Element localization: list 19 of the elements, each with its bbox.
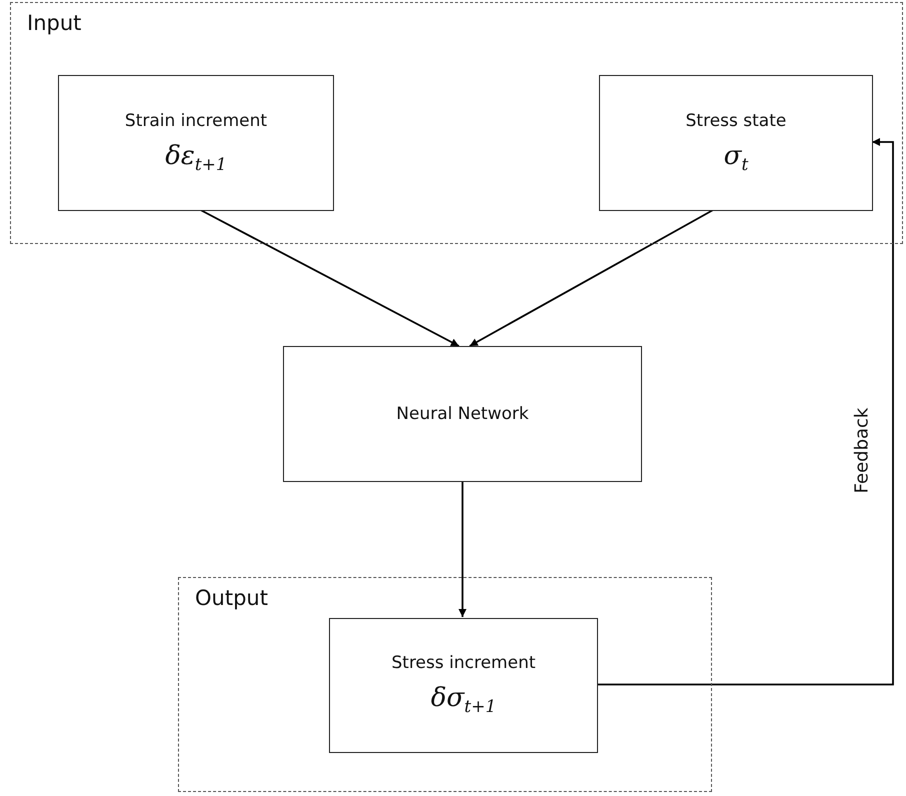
math-symbol: δσ$_{t+1}$ bbox=[430, 683, 496, 718]
math-symbol: σ$_{t}$ bbox=[724, 140, 748, 176]
arrow bbox=[597, 138, 894, 686]
box-title: Stress state bbox=[686, 110, 786, 131]
group-title: Output bbox=[195, 586, 268, 610]
process-box bbox=[329, 618, 598, 753]
box-title: Stress increment bbox=[391, 653, 536, 674]
dashed-group-frame bbox=[10, 2, 903, 244]
math-symbol: δε$_{t+1}$ bbox=[165, 140, 227, 176]
arrow bbox=[458, 482, 466, 617]
dashed-group-frame bbox=[178, 577, 712, 792]
box-title: Strain increment bbox=[124, 110, 268, 131]
process-box bbox=[58, 75, 334, 211]
arrow bbox=[200, 209, 460, 347]
process-box bbox=[283, 346, 642, 482]
process-box bbox=[599, 75, 873, 211]
box-title: Neural Network bbox=[396, 404, 529, 424]
group-title: Input bbox=[27, 11, 82, 35]
arrow bbox=[469, 209, 714, 347]
